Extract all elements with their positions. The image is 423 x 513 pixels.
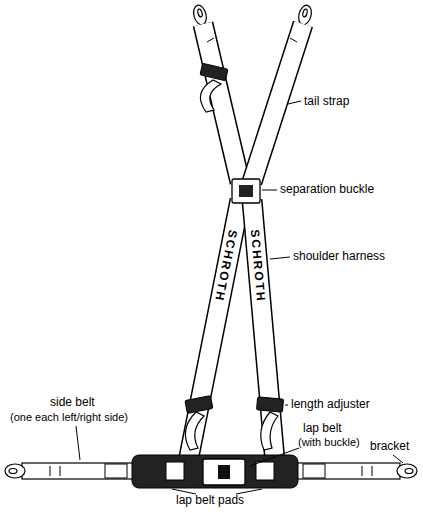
strap-loop	[256, 462, 274, 480]
part-label: lap belt	[303, 422, 342, 436]
leader-line	[76, 101, 403, 494]
part-label: lap belt pads	[176, 494, 244, 508]
strap-loop	[166, 462, 184, 480]
side-bracket	[5, 464, 417, 478]
part-label: (one each left/right side)	[10, 411, 128, 424]
strap-tail	[200, 80, 221, 112]
separation-buckle	[232, 179, 260, 203]
length-adjuster	[185, 396, 213, 414]
part-label: side belt	[50, 396, 95, 410]
part-label: (with buckle)	[298, 436, 360, 449]
part-label: separation buckle	[280, 183, 374, 197]
length-adjuster	[257, 397, 284, 412]
tail-strap-webbing	[203, 24, 303, 182]
part-label: shoulder harness	[293, 250, 385, 264]
part-label: tail strap	[304, 95, 349, 109]
part-label: bracket	[370, 440, 409, 454]
strap-tail	[261, 412, 278, 450]
strap-tail	[185, 412, 204, 450]
part-label: length adjuster	[291, 398, 370, 412]
adjuster	[200, 63, 228, 81]
shoulder-harness-webbing	[188, 200, 275, 462]
lap-belt-buckle	[203, 459, 245, 485]
lap-belt-pad	[132, 455, 298, 488]
